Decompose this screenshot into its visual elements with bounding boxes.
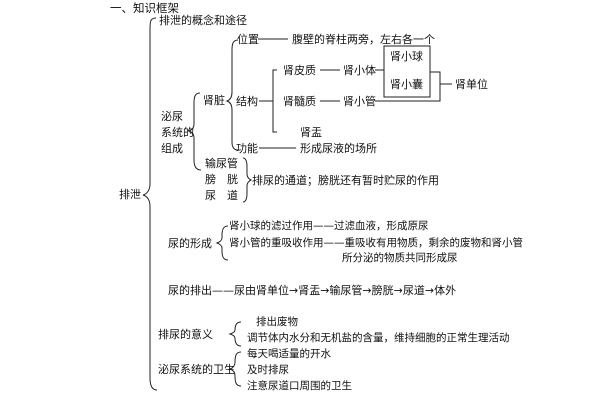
hygiene-item-3: 注意尿道口周围的卫生 xyxy=(247,380,352,392)
cortex-label: 肾皮质 xyxy=(283,64,316,77)
kidney-brace xyxy=(225,39,239,151)
urine-formation-label: 尿的形成 xyxy=(168,237,212,250)
filtration-text: 肾小球的滤过作用——过滤血液，形成原尿 xyxy=(229,220,429,232)
nephron-bracket xyxy=(375,71,441,102)
hygiene-label: 泌尿系统的卫生 xyxy=(158,363,235,376)
medulla-label: 肾髓质 xyxy=(283,95,316,108)
nephron-label: 肾单位 xyxy=(455,78,488,91)
root-brace xyxy=(142,17,158,391)
ureter-label: 输尿管 xyxy=(205,157,238,170)
urinary-system-label-1: 泌尿 xyxy=(161,110,183,123)
reabsorption-continued: 所分泌的物质共同形成尿 xyxy=(342,252,458,264)
tubule-label: 肾小管 xyxy=(343,95,376,108)
significance-item-1: 排出废物 xyxy=(256,316,298,328)
structure-brace xyxy=(272,69,277,133)
corpuscle-label: 肾小体 xyxy=(343,64,376,77)
urinary-system-label-3: 组成 xyxy=(161,142,183,155)
urinary-system-label-2: 系统的 xyxy=(161,126,194,139)
kidney-label: 肾脏 xyxy=(203,94,225,107)
significance-item-2: 调节体内水分和无机盐的含量，维持细胞的正常生理活动 xyxy=(247,332,510,344)
position-text: 腹壁的脊柱两旁，左右各一个 xyxy=(292,33,435,46)
significance-brace xyxy=(228,321,242,347)
function-text: 形成尿液的场所 xyxy=(300,142,377,155)
urinary-brace xyxy=(187,92,202,171)
ducts-brace xyxy=(242,157,253,203)
bladder-label: 膀 胱 xyxy=(205,173,238,186)
urethra-label: 尿 道 xyxy=(205,189,238,202)
hygiene-item-2: 及时排尿 xyxy=(247,364,289,376)
ducts-description: 排尿的通道；膀胱还有暂时贮尿的作用 xyxy=(252,174,439,187)
hygiene-brace xyxy=(228,351,242,387)
pelvis-label: 肾盂 xyxy=(300,126,322,139)
significance-label: 排尿的意义 xyxy=(158,328,213,341)
concept-label: 排泄的概念和途径 xyxy=(159,14,247,27)
formation-brace xyxy=(215,225,229,261)
position-label: 位置 xyxy=(237,33,259,46)
reabsorption-text: 肾小管的重吸收作用——重吸收有用物质，剩余的废物和肾小管 xyxy=(229,237,523,249)
root-label: 排泄 xyxy=(119,188,141,201)
glomerulus-label: 肾小球 xyxy=(390,50,423,63)
capsule-label: 肾小囊 xyxy=(390,78,423,91)
function-label: 功能 xyxy=(236,142,258,155)
urine-excretion-text: 尿的排出——尿由肾单位→肾盂→输尿管→膀胱→尿道→体外 xyxy=(168,284,457,297)
structure-label: 结构 xyxy=(236,95,258,108)
header-title: 一、知识框架 xyxy=(110,1,179,15)
hygiene-item-1: 每天喝适量的开水 xyxy=(247,348,331,360)
